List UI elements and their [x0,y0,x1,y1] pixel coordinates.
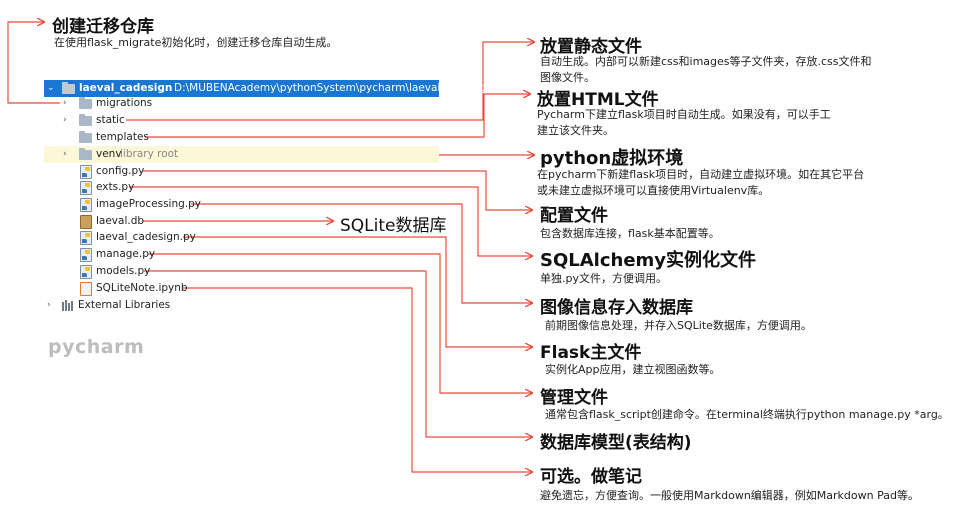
root-path: D:\MUBENAcademy\pythonSystem\pycharm\lae… [174,82,493,94]
tree-item-manage[interactable]: manage.py [44,246,439,263]
annotation-templates-desc-2: 建立该文件夹。 [537,124,614,137]
line-imageprocessing [191,203,532,303]
tree-item-laevalcadesign[interactable]: laeval_cadesign.py [44,229,439,246]
line-config [142,170,532,210]
annotation-notes-title: 可选。做笔记 [540,467,642,487]
tree-item-label: static [96,114,125,126]
line-manage [148,253,532,393]
annotation-exts-title: SQLAlchemy实例化文件 [540,250,757,271]
folder-icon [79,131,92,143]
tree-item-imageprocessing[interactable]: imageProcessing.py [44,196,439,213]
chevron-right-icon[interactable]: › [47,300,51,310]
chevron-down-icon[interactable]: ⌄ [47,83,55,93]
chevron-right-icon[interactable]: › [63,115,67,125]
chevron-right-icon[interactable]: › [63,98,67,108]
annotation-venv-title: python虚拟环境 [540,148,684,169]
tree-item-config[interactable]: config.py [44,163,439,180]
annotation-templates-title: 放置HTML文件 [537,90,659,110]
annotation-config-title: 配置文件 [540,206,608,226]
annotation-manage-desc: 通常包含flask_script创建命令。在terminal终端执行python… [545,408,949,421]
python-file-icon [80,165,92,179]
ide-watermark: pycharm [48,336,145,358]
database-file-icon [80,215,92,229]
sqlite-label: SQLite数据库 [340,216,447,236]
annotation-venv-desc-1: 在pycharm下新建flask项目时，自动建立虚拟环境。如在其它平台 [537,168,865,181]
annotation-config-desc: 包含数据库连接，flask基本配置等。 [540,227,720,240]
tree-item-migrations[interactable]: › migrations [44,95,439,112]
line-static [126,42,534,121]
annotation-notes-desc: 避免遗忘，方便查询。一般使用Markdown编辑器，例如Markdown Pad… [540,489,919,502]
tree-item-external-libraries[interactable]: › External Libraries [44,297,439,314]
tree-item-label: laeval_cadesign.py [96,231,196,243]
annotation-static-desc-1: 自动生成。内部可以新建css和images等子文件夹，存放.css文件和 [540,55,872,68]
annotation-templates-desc-1: Pycharm下建立flask项目时自动生成。如果没有，可以手工 [537,108,831,121]
tree-item-static[interactable]: › static [44,112,439,129]
migrations-title: 创建迁移仓库 [52,17,154,37]
tree-item-label: manage.py [96,248,156,260]
notebook-file-icon [80,282,92,296]
tree-item-label: venv [96,148,122,160]
python-file-icon [80,231,92,245]
tree-root[interactable]: ⌄ laeval_cadesign D:\MUBENAcademy\python… [44,80,493,97]
tree-item-label: templates [96,131,149,143]
annotation-models-title: 数据库模型(表结构) [540,433,692,453]
tree-item-label: models.py [96,265,151,277]
tree-item-exts[interactable]: exts.py [44,179,439,196]
annotation-imageprocessing-title: 图像信息存入数据库 [540,298,693,318]
line-laevalcadesign [183,236,532,347]
tree-item-label: imageProcessing.py [96,198,201,210]
folder-icon [79,148,92,160]
python-file-icon [80,198,92,212]
annotation-venv-desc-2: 或未建立虚拟环境可以直接使用Virtualenv库。 [537,184,770,197]
annotation-imageprocessing-desc: 前期图像信息处理，并存入SQLite数据库，方便调用。 [545,319,812,332]
annotation-manage-title: 管理文件 [540,388,608,408]
annotation-static-title: 放置静态文件 [540,37,642,57]
python-file-icon [80,181,92,195]
python-file-icon [80,248,92,262]
folder-icon [79,97,92,109]
tree-item-label: SQLiteNote.ipynb [96,282,188,294]
migrations-desc: 在使用flask_migrate初始化时，创建迁移仓库自动生成。 [54,36,338,49]
tree-item-sqlitenote[interactable]: SQLiteNote.ipynb [44,280,439,297]
line-migrations [7,22,60,104]
annotation-static-desc-2: 图像文件。 [540,71,595,84]
line-exts [129,186,532,256]
folder-icon [62,82,75,94]
folder-icon [79,114,92,126]
tree-item-venv[interactable]: › venv library root [44,146,439,163]
root-name: laeval_cadesign [79,82,173,94]
library-root-tag: library root [120,148,179,160]
line-templates [145,94,530,138]
line-sqlitenote [183,287,532,472]
annotation-exts-desc: 单独.py文件，方便调用。 [540,272,667,285]
python-file-icon [80,265,92,279]
tree-item-templates[interactable]: templates [44,129,439,146]
tree-item-models[interactable]: models.py [44,263,439,280]
tree-item-label: exts.py [96,181,135,193]
annotation-main-title: Flask主文件 [540,343,642,363]
tree-item-label: migrations [96,97,153,109]
chevron-right-icon[interactable]: › [63,149,67,159]
project-tree: ⌄ laeval_cadesign D:\MUBENAcademy\python… [44,80,493,311]
tree-item-label: config.py [96,165,145,177]
tree-item-label: laeval.db [96,215,145,227]
tree-item-label: External Libraries [78,299,171,311]
annotation-main-desc: 实例化App应用，建立视图函数等。 [545,363,721,376]
tree-item-laevaldb[interactable]: laeval.db [44,213,439,230]
line-models [144,270,532,437]
library-icon [62,300,74,311]
